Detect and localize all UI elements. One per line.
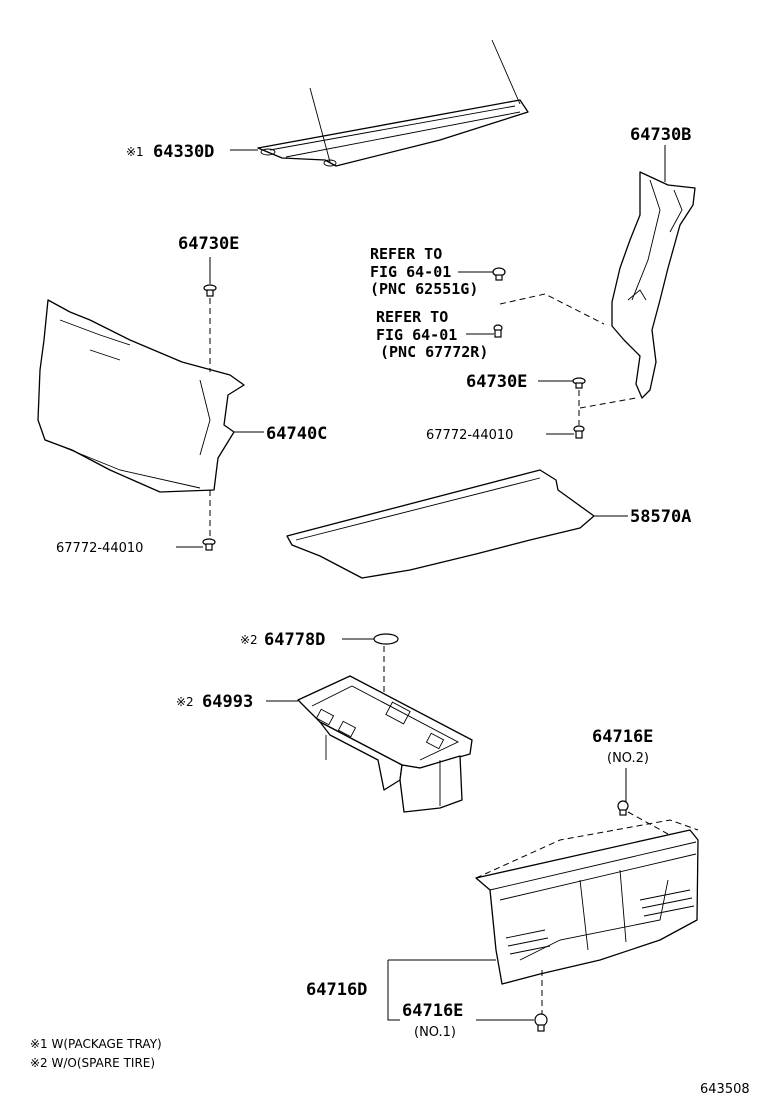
callout-64740C[interactable]: 64740C <box>266 424 327 444</box>
refer1-line2[interactable]: FIG 64-01 <box>370 263 451 281</box>
figure-code: 643508 <box>700 1082 750 1097</box>
callout-64730E-right[interactable]: 64730E <box>466 372 527 392</box>
package-tray-part[interactable] <box>257 39 529 167</box>
clip-62551G[interactable] <box>492 267 506 281</box>
refer1-line1: REFER TO <box>370 245 442 263</box>
callout-58570A[interactable]: 58570A <box>630 507 691 527</box>
callout-64716E-no1[interactable]: 64716E <box>402 1001 463 1021</box>
trunk-back-panel-part[interactable] <box>475 829 699 985</box>
callout-mark-64993: ※2 <box>176 695 194 709</box>
callout-64730E-top[interactable]: 64730E <box>178 234 239 254</box>
clip-64716E-no1[interactable] <box>534 1013 548 1032</box>
clip-67772-left[interactable] <box>202 538 216 551</box>
note-2: ※2 W/O(SPARE TIRE) <box>30 1056 155 1070</box>
refer2-line3[interactable]: (PNC 67772R) <box>380 343 488 361</box>
callout-64778D[interactable]: 64778D <box>264 630 325 650</box>
refer1-line3[interactable]: (PNC 62551G) <box>370 280 478 298</box>
callout-mark-64330D: ※1 <box>126 145 144 159</box>
callout-64716D[interactable]: 64716D <box>306 980 367 1000</box>
trunk-floor-mat-part[interactable] <box>286 469 595 579</box>
deck-side-trim-part[interactable] <box>611 171 696 399</box>
callout-67772-left[interactable]: 67772-44010 <box>56 541 143 556</box>
trunk-side-trim-part[interactable] <box>37 299 245 493</box>
callout-67772-right[interactable]: 67772-44010 <box>426 428 513 443</box>
clip-64730E-right[interactable] <box>572 377 586 389</box>
callout-64716E-no2-sub: (NO.2) <box>607 751 649 766</box>
clip-67772R[interactable] <box>493 324 503 338</box>
storage-tray-part[interactable] <box>297 675 473 813</box>
callout-64716E-no2[interactable]: 64716E <box>592 727 653 747</box>
refer2-line1: REFER TO <box>376 308 448 326</box>
clip-67772-right[interactable] <box>573 425 585 439</box>
callout-64730B[interactable]: 64730B <box>630 125 691 145</box>
note-1: ※1 W(PACKAGE TRAY) <box>30 1037 162 1051</box>
cap-64778D[interactable] <box>373 633 399 645</box>
callout-64330D[interactable]: 64330D <box>153 142 214 162</box>
callout-64716E-no1-sub: (NO.1) <box>414 1025 456 1040</box>
callout-mark-64778D: ※2 <box>240 633 258 647</box>
refer2-line2[interactable]: FIG 64-01 <box>376 326 457 344</box>
clip-64716E-no2[interactable] <box>617 800 629 816</box>
clip-64730E-top[interactable] <box>203 284 217 297</box>
callout-64993[interactable]: 64993 <box>202 692 253 712</box>
